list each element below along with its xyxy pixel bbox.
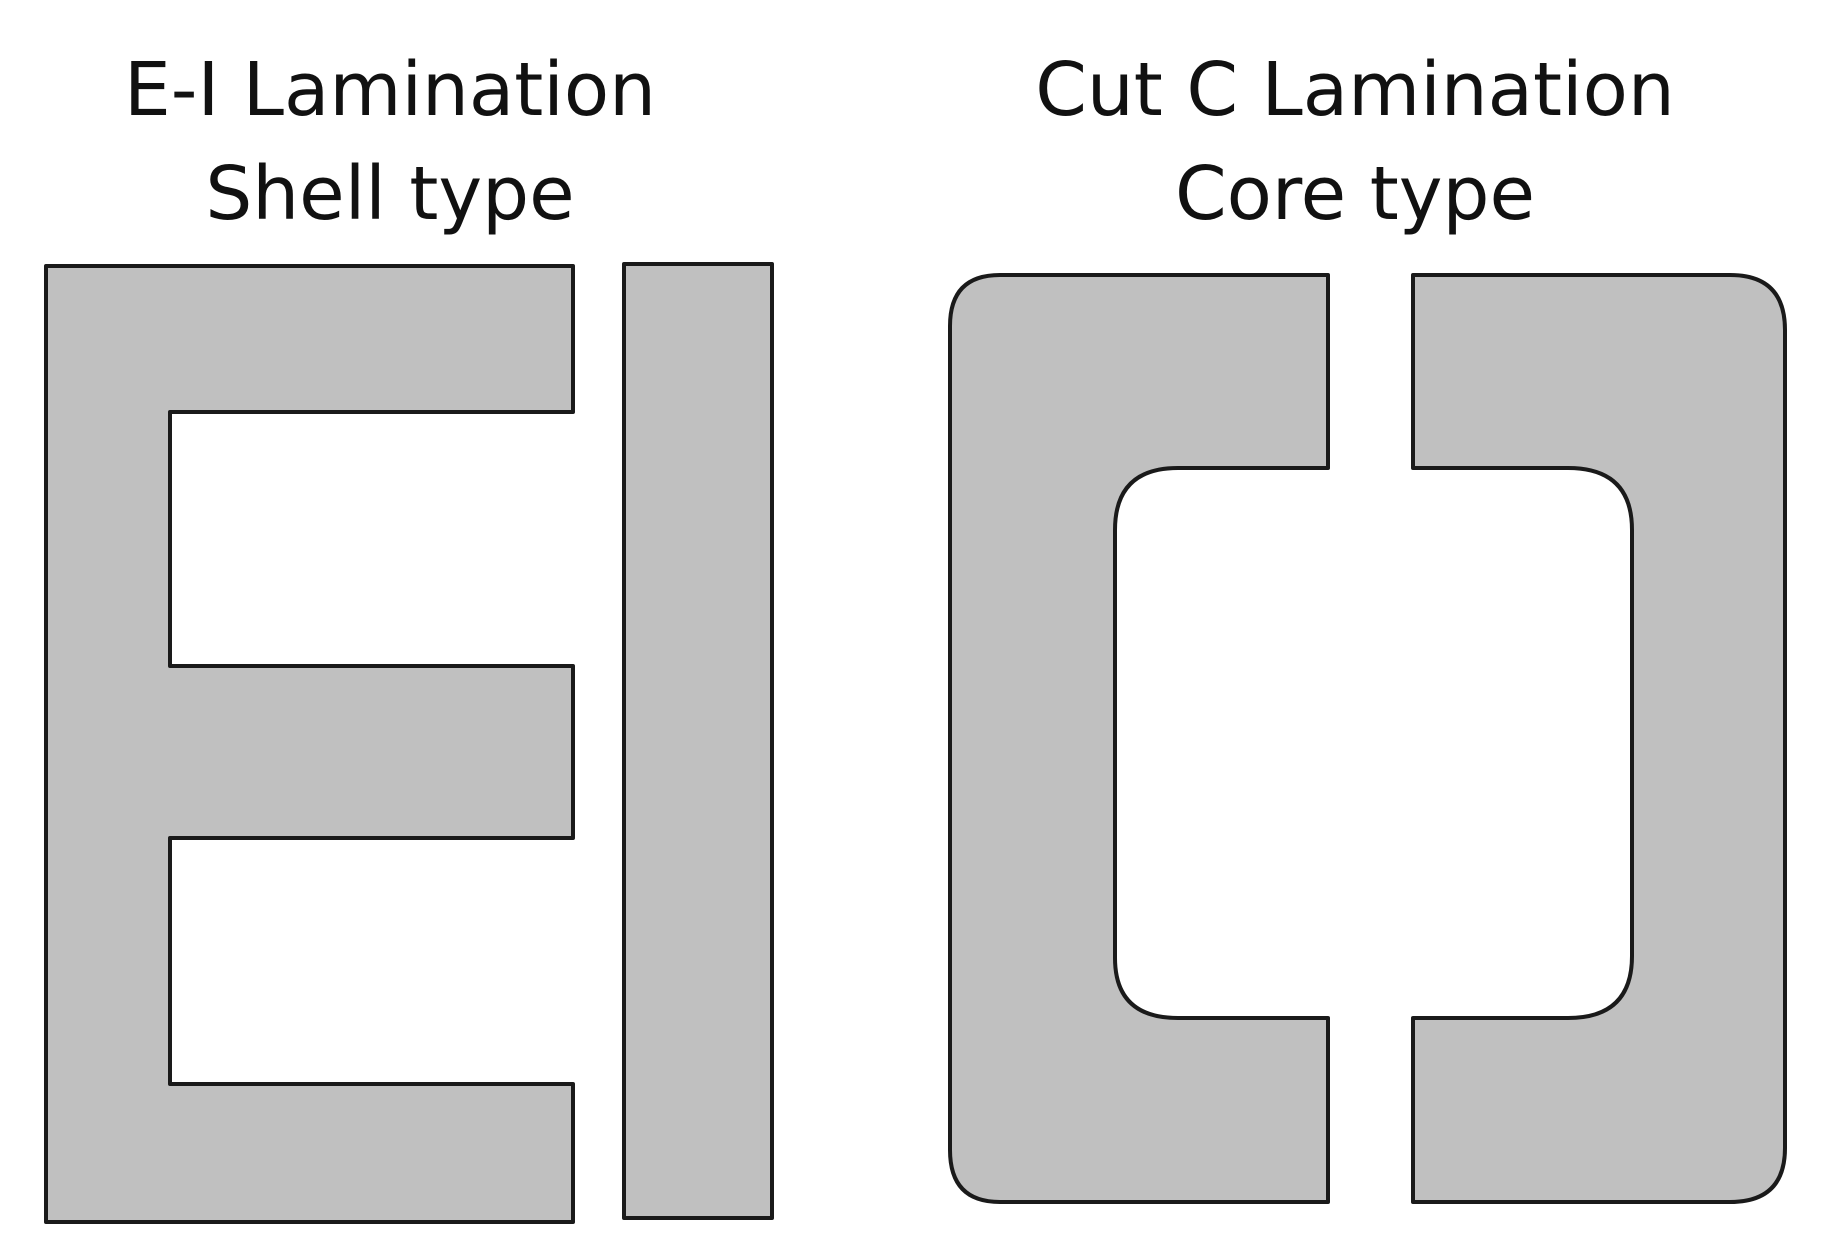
e-lamination-piece <box>44 264 575 1224</box>
ei-lamination-label: E-I Lamination <box>123 47 657 133</box>
ei-lamination-title: E-I Lamination Shell type <box>60 38 720 246</box>
i-lamination-piece <box>622 262 774 1220</box>
cut-c-lamination-title: Cut C Lamination Core type <box>960 38 1750 246</box>
shell-type-label: Shell type <box>205 151 575 237</box>
cut-c-lamination-label: Cut C Lamination <box>1035 47 1675 133</box>
core-type-label: Core type <box>1174 151 1536 237</box>
c-lamination-right-half <box>1411 273 1787 1204</box>
c-lamination-left-half <box>948 273 1330 1204</box>
